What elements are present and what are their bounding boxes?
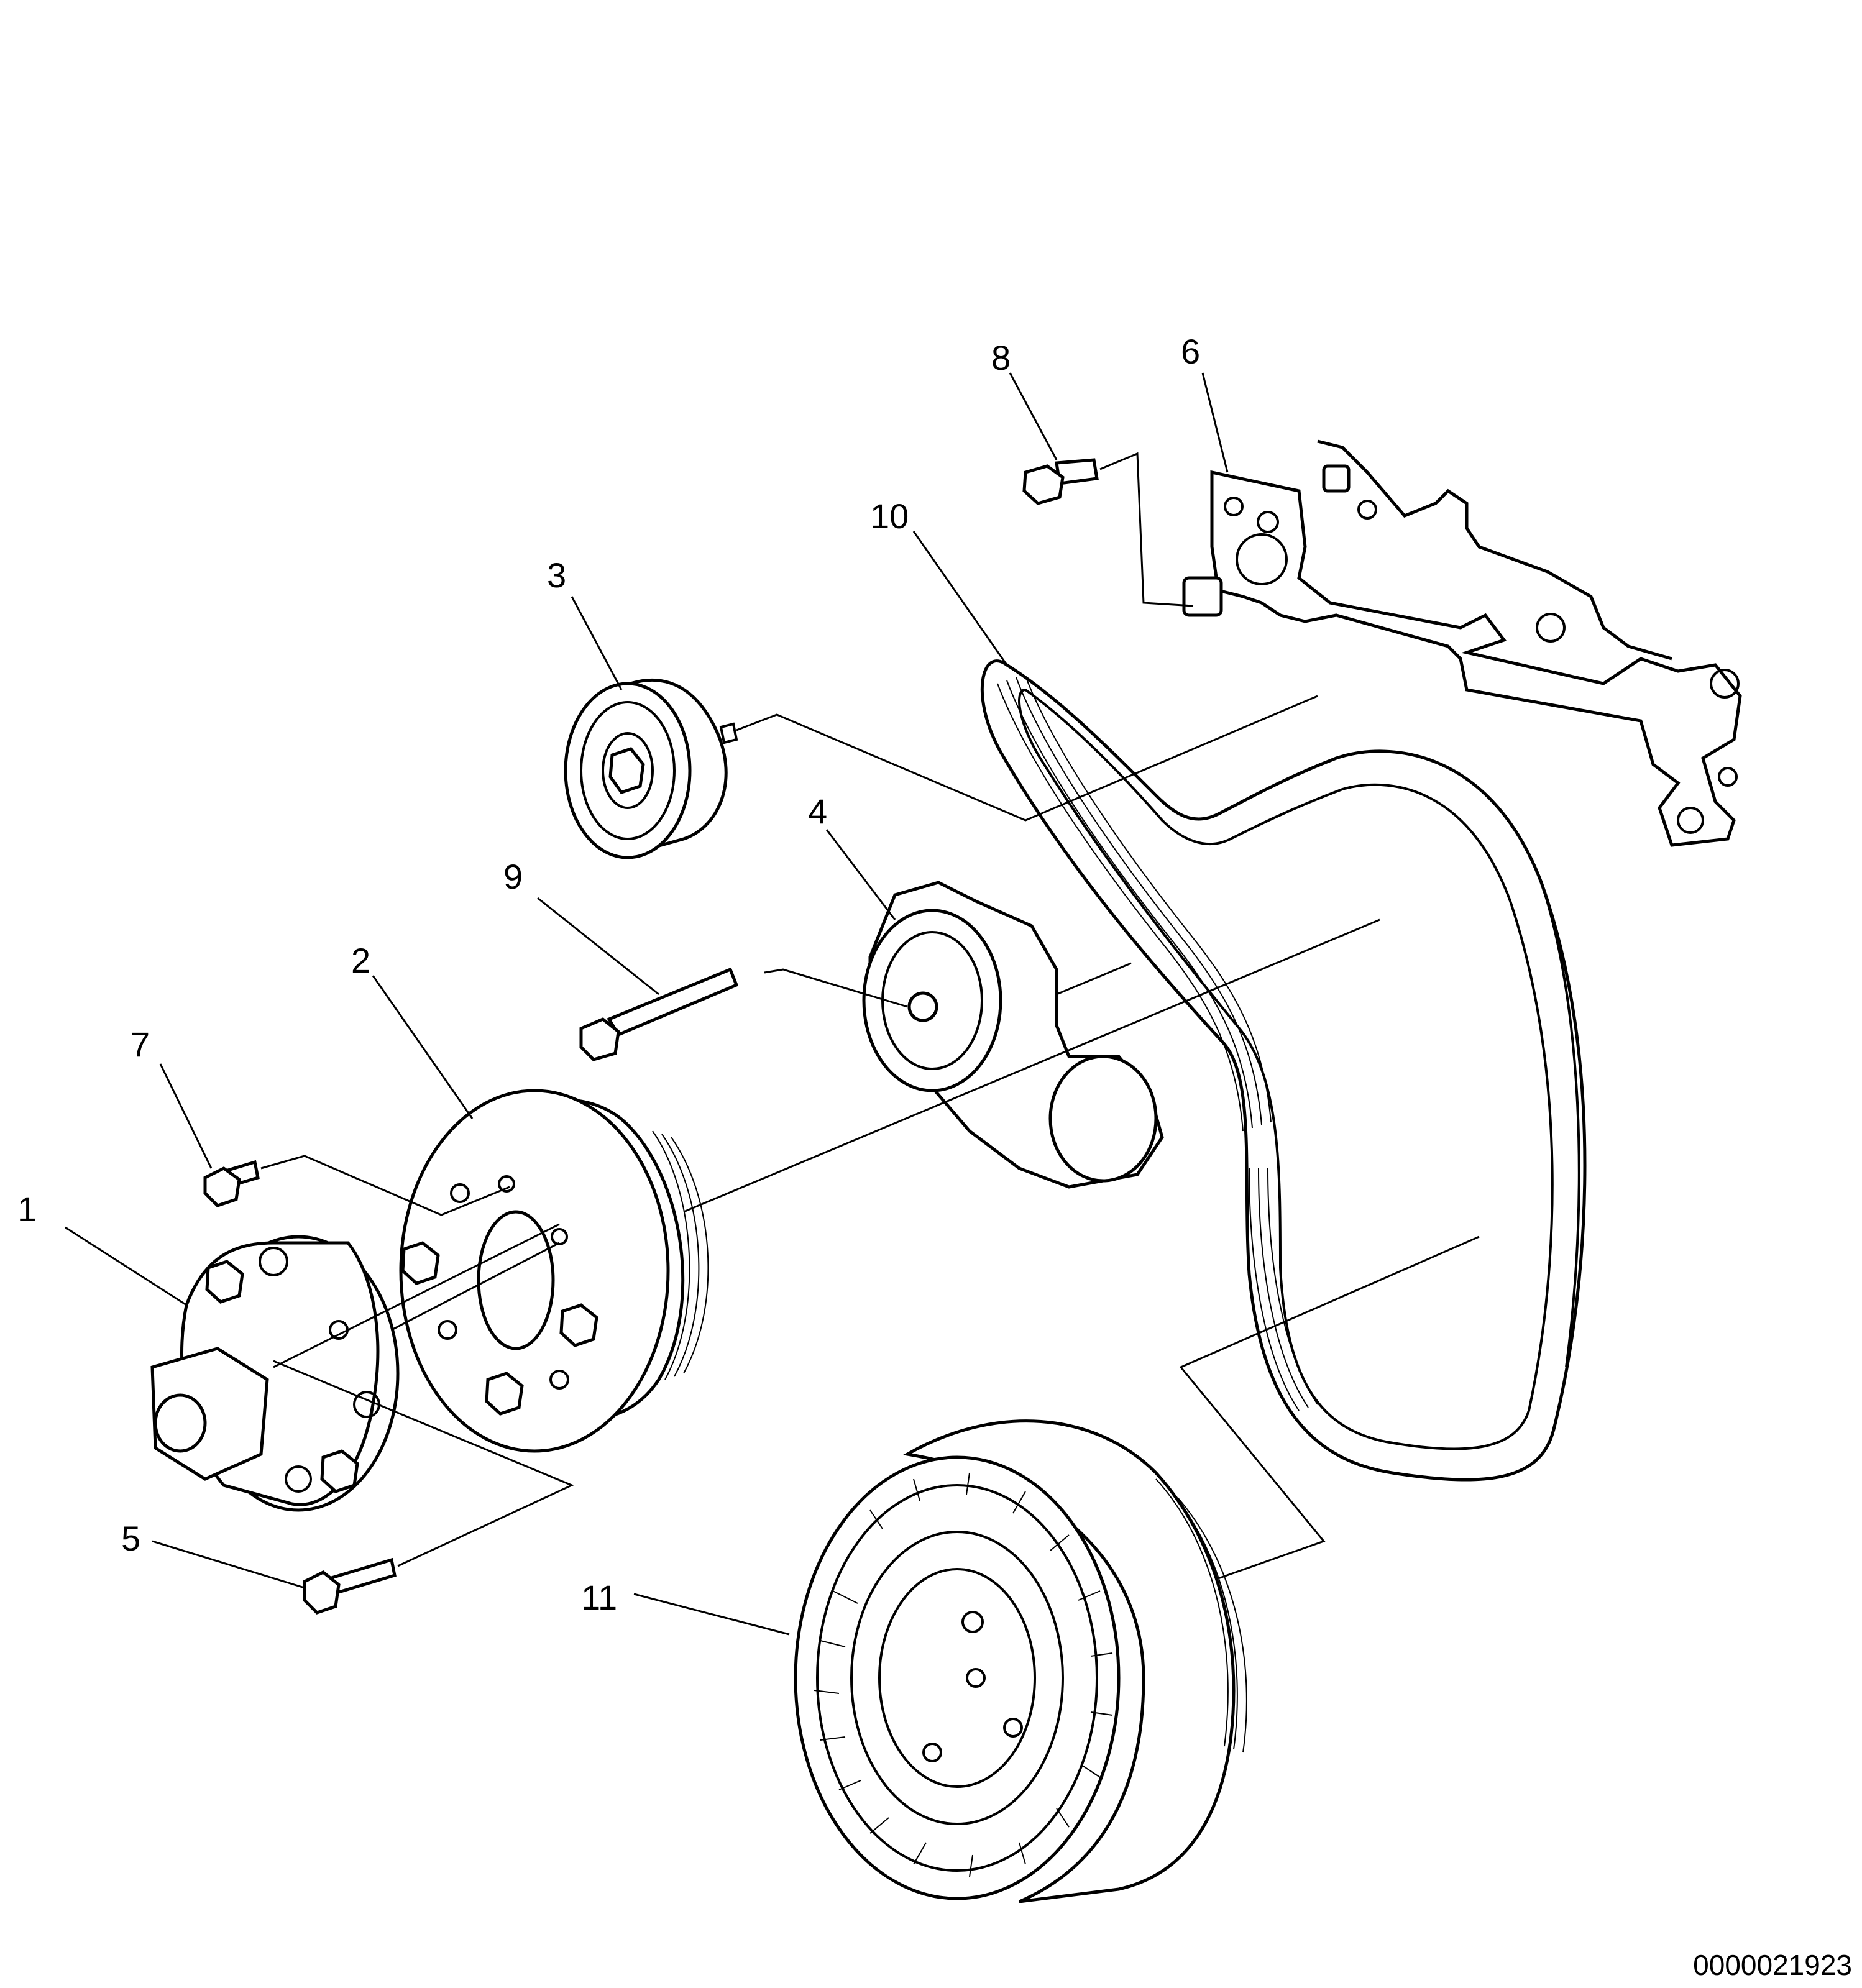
callout-11: 11 — [581, 1578, 617, 1617]
idler-pulley — [564, 678, 1318, 859]
callout-9: 9 — [503, 857, 523, 896]
callout-8: 8 — [991, 338, 1011, 377]
callout-4: 4 — [808, 792, 827, 831]
bolt-part-5 — [273, 1360, 574, 1615]
callout-3: 3 — [547, 556, 566, 595]
callout-5: 5 — [121, 1519, 140, 1558]
bolt-part-8 — [1022, 452, 1194, 607]
callout-10: 10 — [870, 497, 909, 536]
callout-6: 6 — [1181, 332, 1200, 371]
belt-tensioner — [764, 881, 1164, 1189]
bolt-part-7 — [203, 1155, 510, 1216]
leader-lines — [65, 372, 1229, 1636]
drawing-number: 0000021923 — [1693, 1949, 1852, 1981]
bolt-part-9 — [579, 967, 739, 1061]
callout-labels: 1 2 3 4 5 6 7 8 9 10 11 — [17, 332, 1200, 1617]
serpentine-belt — [980, 659, 1587, 1482]
crankshaft-pulley — [794, 1235, 1480, 1903]
callout-7: 7 — [131, 1025, 150, 1064]
callout-2: 2 — [351, 941, 370, 980]
mounting-bracket — [1182, 439, 1742, 847]
fan-hub — [150, 1223, 560, 1512]
callout-1: 1 — [17, 1189, 37, 1229]
fan-pulley — [399, 918, 1380, 1453]
